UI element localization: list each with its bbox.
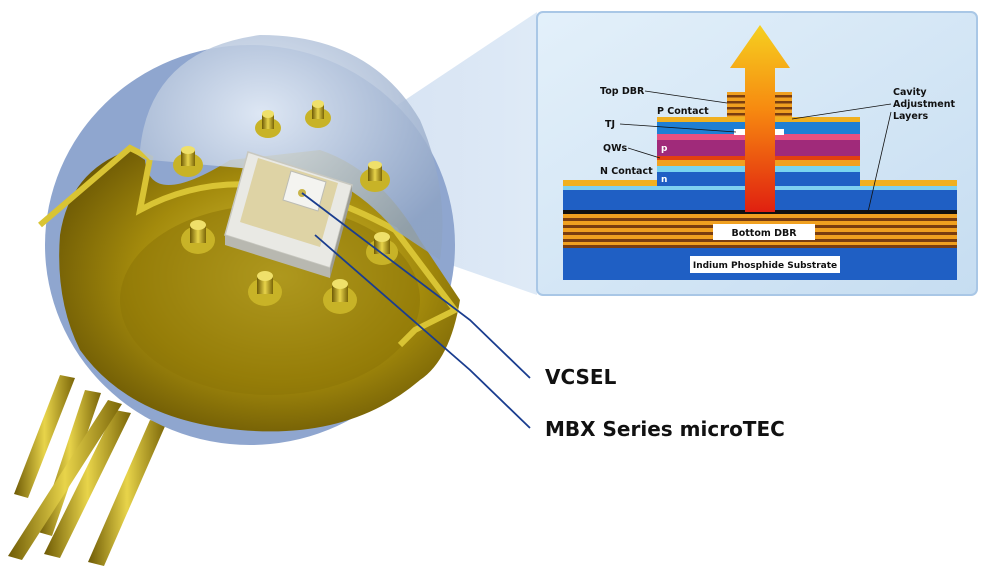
leader-microtec (314, 234, 531, 429)
cavity-label-line2: Adjustment (893, 99, 955, 110)
bottom-dbr-label: Bottom DBR (731, 228, 797, 239)
p-contact-label: P Contact (657, 106, 709, 117)
cavity-label-line1: Cavity (893, 87, 927, 98)
glass-cap (140, 35, 443, 260)
emission-arrow (730, 25, 790, 212)
cavity-label-line3: Layers (893, 111, 928, 122)
leader-vcsel (301, 192, 531, 379)
layer-structure-inset: Indium Phosphide Substrate Bottom DBR (536, 11, 978, 296)
vcsel-label: VCSEL (545, 365, 617, 389)
qws-label: QWs (603, 143, 628, 154)
to-can-package (8, 35, 461, 566)
leads (8, 375, 166, 566)
microtec-label: MBX Series microTEC (545, 417, 785, 441)
tj-label: TJ (605, 119, 615, 130)
n-contact-label: N Contact (600, 166, 653, 177)
p-marker: p (661, 144, 668, 154)
n-marker: n (661, 175, 667, 185)
header-posts (173, 100, 398, 314)
substrate-label: Indium Phosphide Substrate (693, 261, 837, 271)
top-dbr-label: Top DBR (600, 86, 645, 97)
